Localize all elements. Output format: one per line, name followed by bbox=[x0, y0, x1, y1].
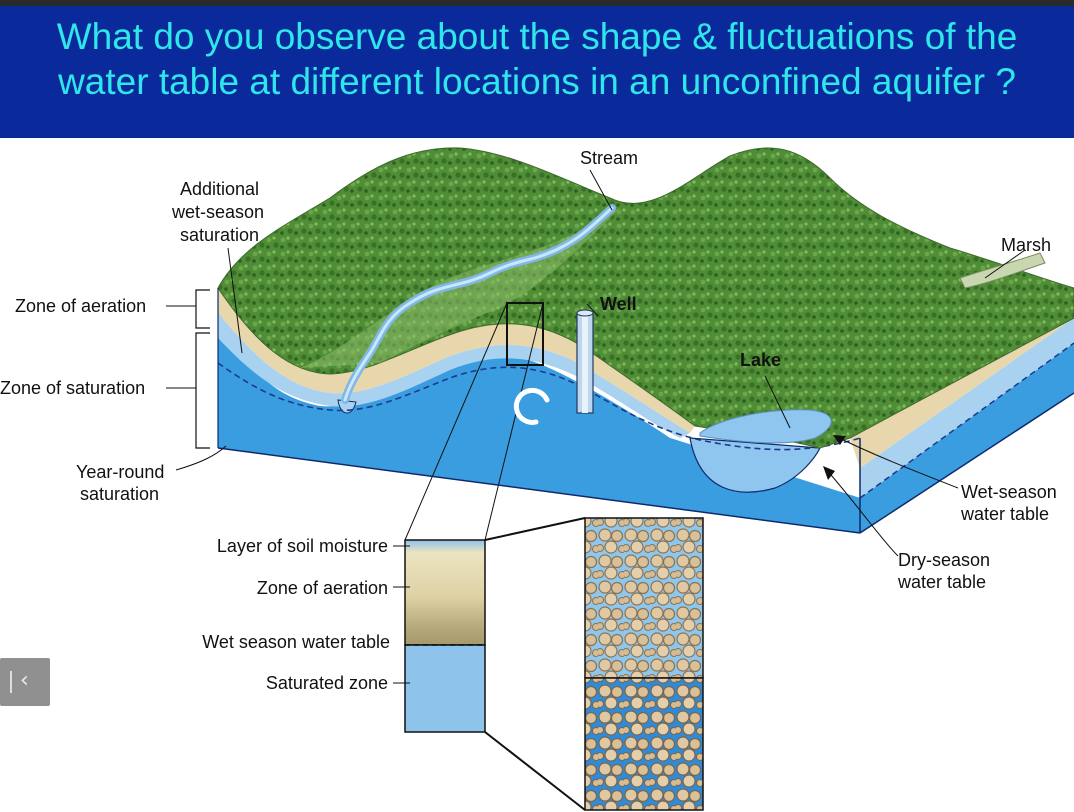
title-line-2: water table at different locations in an… bbox=[58, 61, 1016, 102]
label-wet-season-wt-2: water table bbox=[960, 504, 1049, 524]
slide-title: What do you observe about the shape & fl… bbox=[0, 14, 1074, 104]
zone-brackets bbox=[195, 289, 210, 449]
slide-header: What do you observe about the shape & fl… bbox=[0, 6, 1074, 138]
column-label-wet-season-wt: Wet season water table bbox=[202, 632, 390, 652]
label-year-round-2: saturation bbox=[80, 484, 159, 504]
label-zone-saturation: Zone of saturation bbox=[0, 378, 145, 398]
loading-spinner-icon bbox=[513, 387, 550, 425]
previous-slide-button[interactable]: ‹ bbox=[0, 658, 50, 706]
leader-lines bbox=[166, 169, 1026, 684]
well bbox=[576, 309, 594, 414]
label-year-round-1: Year-round bbox=[76, 462, 164, 482]
lake bbox=[699, 409, 832, 444]
lake-basin bbox=[689, 437, 821, 493]
label-marsh: Marsh bbox=[1001, 235, 1051, 255]
label-dry-season-wt-1: Dry-season bbox=[898, 550, 990, 570]
column-label-soil-moisture: Layer of soil moisture bbox=[217, 536, 388, 556]
label-stream: Stream bbox=[580, 148, 638, 168]
pebble-magnified-view bbox=[484, 517, 704, 811]
column-label-zone-aeration: Zone of aeration bbox=[257, 578, 388, 598]
window-top-bar bbox=[0, 0, 1074, 6]
label-wet-season-wt-1: Wet-season bbox=[961, 482, 1057, 502]
soil-column bbox=[404, 539, 486, 733]
aquifer-diagram: Stream Additional wet-season saturation … bbox=[0, 147, 1074, 811]
column-label-saturated-zone: Saturated zone bbox=[266, 673, 388, 693]
wet-season-water-table-line bbox=[217, 362, 861, 451]
label-additional-2: wet-season bbox=[171, 202, 264, 222]
sample-box bbox=[506, 302, 544, 366]
label-well: Well bbox=[600, 294, 637, 314]
label-additional-1: Additional bbox=[180, 179, 259, 199]
label-dry-season-wt-2: water table bbox=[897, 572, 986, 592]
marsh bbox=[959, 252, 1046, 289]
title-line-1: What do you observe about the shape & fl… bbox=[56, 16, 1018, 57]
chevron-left-icon: ‹ bbox=[20, 668, 29, 693]
label-zone-aeration: Zone of aeration bbox=[15, 296, 146, 316]
label-additional-3: saturation bbox=[180, 225, 259, 245]
label-lake: Lake bbox=[740, 350, 781, 370]
back-bar-icon bbox=[10, 671, 12, 693]
